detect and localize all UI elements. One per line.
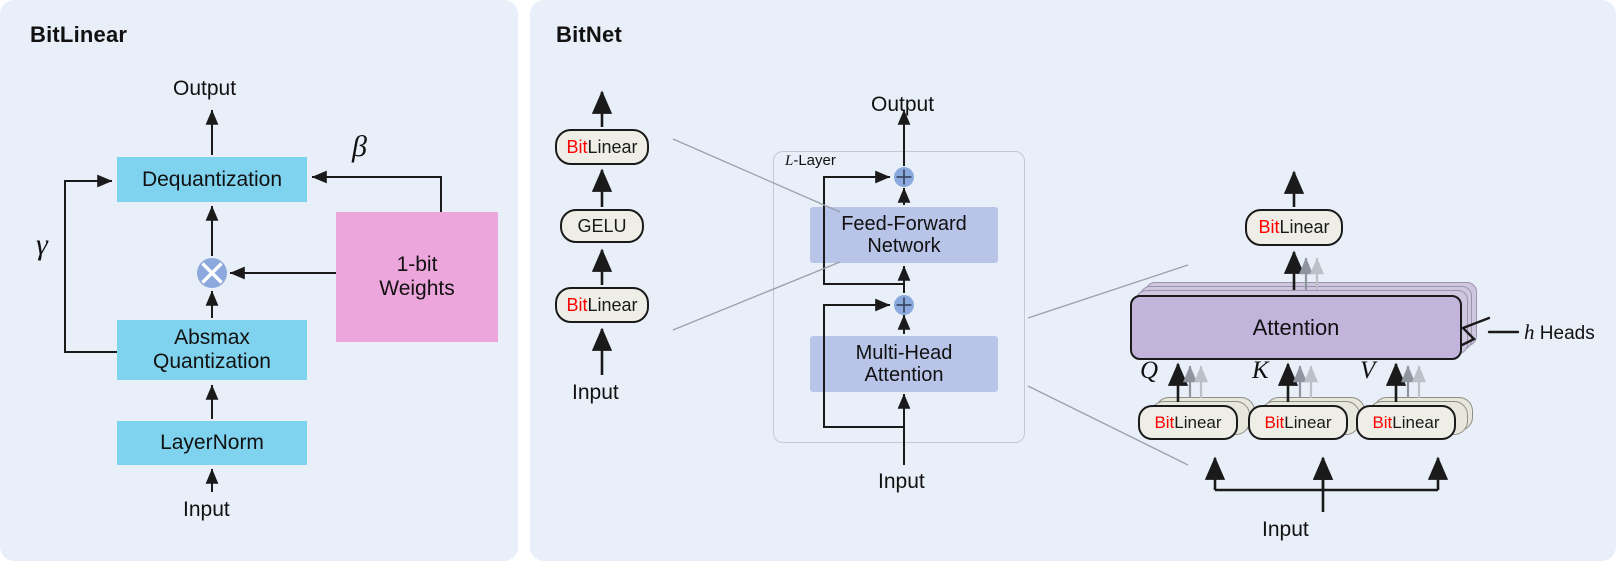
mha-line-1: Multi-Head	[855, 341, 953, 364]
one-bit-weights-box: 1-bit Weights	[336, 212, 498, 342]
bit-prefix: Bit	[1258, 217, 1280, 237]
bitnet-gelu[interactable]: GELU	[560, 209, 644, 243]
bitlinear-panel-title: BitLinear	[30, 22, 128, 47]
linear-suffix: Linear	[587, 136, 638, 157]
linear-suffix: Linear	[1284, 412, 1332, 432]
absmax-line-1: Absmax	[174, 326, 250, 350]
bitnet-panel-title: BitNet	[556, 22, 622, 47]
bitnet-layer-input-label: Input	[878, 470, 925, 493]
heads-rest: Heads	[1534, 323, 1595, 344]
bit-prefix: Bit	[1154, 412, 1175, 432]
absmax-quantization-box: Absmax Quantization	[117, 320, 307, 380]
multi-head-attention-block[interactable]: Multi-Head Attention	[810, 336, 998, 392]
l-layer-label: L-Layer	[785, 152, 836, 170]
bitlinear-output-label: Output	[173, 77, 237, 100]
h-italic: h	[1524, 320, 1535, 344]
l-layer-container	[773, 151, 1025, 443]
attention-label: Attention	[1252, 314, 1340, 340]
linear-suffix: Linear	[587, 294, 638, 315]
bit-prefix: Bit	[566, 294, 588, 315]
layernorm-box: LayerNorm	[117, 421, 307, 465]
l-layer-rest: -Layer	[793, 152, 836, 169]
bit-prefix: Bit	[566, 136, 588, 157]
ffn-line-2: Network	[867, 235, 941, 257]
mha-line-2: Attention	[864, 364, 944, 386]
v-symbol: V	[1360, 357, 1376, 384]
bitnet-output-label: Output	[871, 93, 935, 116]
bitnet-panel	[530, 0, 1616, 561]
bit-prefix: Bit	[1264, 412, 1285, 432]
ffn-line-1: Feed-Forward	[841, 212, 967, 235]
linear-suffix: Linear	[1392, 412, 1440, 432]
bit-prefix: Bit	[1372, 412, 1393, 432]
attention-block[interactable]: Attention	[1130, 295, 1462, 360]
bitlinear-input-label: Input	[183, 498, 230, 521]
bitnet-stack-input-label: Input	[572, 381, 619, 404]
attention-detail-input-label: Input	[1262, 518, 1309, 541]
linear-suffix: Linear	[1174, 412, 1222, 432]
q-symbol: Q	[1140, 357, 1159, 384]
k-symbol: K	[1252, 357, 1269, 384]
gelu-label: GELU	[577, 215, 627, 236]
h-heads-label: h Heads	[1524, 320, 1595, 345]
feed-forward-network-block: Feed-Forward Network	[810, 207, 998, 263]
absmax-line-2: Quantization	[153, 350, 271, 373]
gamma-symbol: γ	[36, 228, 48, 261]
dequantization-box: Dequantization	[117, 157, 307, 202]
linear-suffix: Linear	[1279, 217, 1330, 237]
beta-symbol: β	[352, 130, 367, 163]
weights-line-2: Weights	[379, 277, 455, 300]
weights-line-1: 1-bit	[396, 253, 438, 277]
